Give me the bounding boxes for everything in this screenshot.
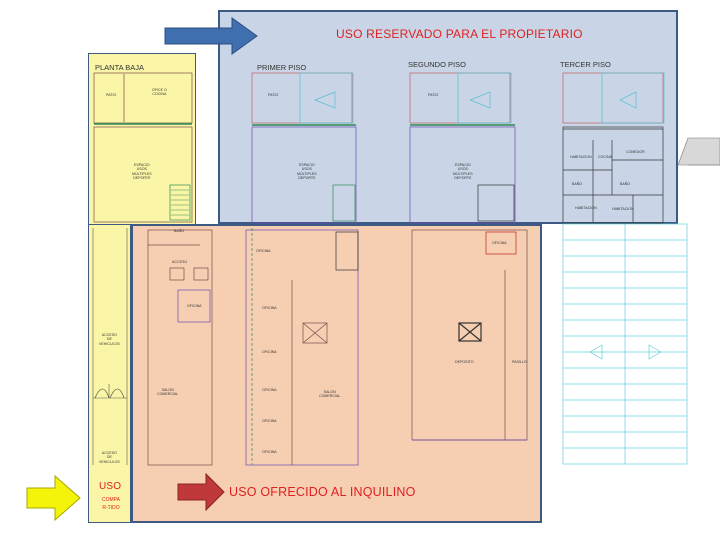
room-label: OFICINA xyxy=(262,350,277,354)
shared-zone xyxy=(88,224,131,523)
room-label: PATIO xyxy=(268,93,279,97)
room-label: ESPACIO USOS MÚLTIPLES DEPORTE xyxy=(297,163,317,180)
room-label: SALON COMERCIAL xyxy=(319,390,341,399)
roof-grid xyxy=(562,223,688,465)
room-label: HABITACION xyxy=(570,155,592,159)
room-label: PATIO xyxy=(428,93,439,97)
tenant-zone-title: USO OFRECIDO AL INQUILINO xyxy=(229,485,416,499)
room-label: BAÑO xyxy=(620,182,631,186)
floor-label-second: SEGUNDO PISO xyxy=(408,60,466,69)
room-label: HABITACION xyxy=(612,207,634,211)
floor-label-third: TERCER PISO xyxy=(560,60,611,69)
room-label: OFICINA xyxy=(492,241,507,245)
room-label: ACCESO xyxy=(172,260,188,264)
room-label: SALON COMERCIAL xyxy=(157,388,179,397)
room-label: OFICINA xyxy=(256,249,271,253)
room-label: PASILLO xyxy=(512,360,527,364)
tenant-plan-b xyxy=(245,228,359,466)
room-label: BAÑO xyxy=(572,182,583,186)
room-label: DEPOSITO xyxy=(455,360,474,364)
room-label: HABITACION xyxy=(575,206,597,210)
floor-label-ground: PLANTA BAJA xyxy=(95,63,145,72)
yellow-arrow-icon xyxy=(26,474,81,522)
tenant-plan-c xyxy=(411,229,528,441)
ground-floor-plan xyxy=(93,72,193,223)
room-label: OFICINA xyxy=(262,419,277,423)
room-label: OFICINA xyxy=(262,306,277,310)
room-label: OFICINA xyxy=(262,450,277,454)
room-label: ACCESO DE VEHICULOS xyxy=(99,333,120,346)
room-label: OFICE O COCINA xyxy=(152,88,167,97)
room-label: PATIO xyxy=(106,93,117,97)
room-label: OFICINA xyxy=(187,304,202,308)
tenant-plan-a xyxy=(147,229,213,466)
room-label: BAÑO xyxy=(174,229,185,233)
third-floor-plan xyxy=(562,72,665,224)
tenant-zone xyxy=(131,224,542,523)
side-wedge xyxy=(677,137,720,166)
room-label: ESPACIO USOS MÚLTIPLES DEPORTE xyxy=(453,163,473,180)
blue-arrow-icon xyxy=(164,17,258,55)
red-arrow-icon xyxy=(177,472,225,512)
room-label: COMEDOR xyxy=(626,150,645,154)
floor-label-first: PRIMER PISO xyxy=(257,63,307,72)
first-floor-plan xyxy=(251,72,357,224)
room-label: ACCESO DE VEHICULOS xyxy=(99,451,120,464)
shared-zone-subtitle: COMPA R-TIDO xyxy=(102,497,120,511)
room-label: ESPACIO USOS MÚLTIPLES DEPORTE xyxy=(132,163,152,180)
room-label: OFICINA xyxy=(262,388,277,392)
shared-strip-plan xyxy=(92,228,128,465)
ground-floor-zone xyxy=(88,53,196,225)
second-floor-plan xyxy=(409,72,516,224)
room-label: COCINA xyxy=(598,155,612,159)
shared-zone-title: USO xyxy=(99,481,122,492)
owner-zone-title: USO RESERVADO PARA EL PROPIETARIO xyxy=(336,27,583,41)
owner-zone xyxy=(218,10,678,224)
